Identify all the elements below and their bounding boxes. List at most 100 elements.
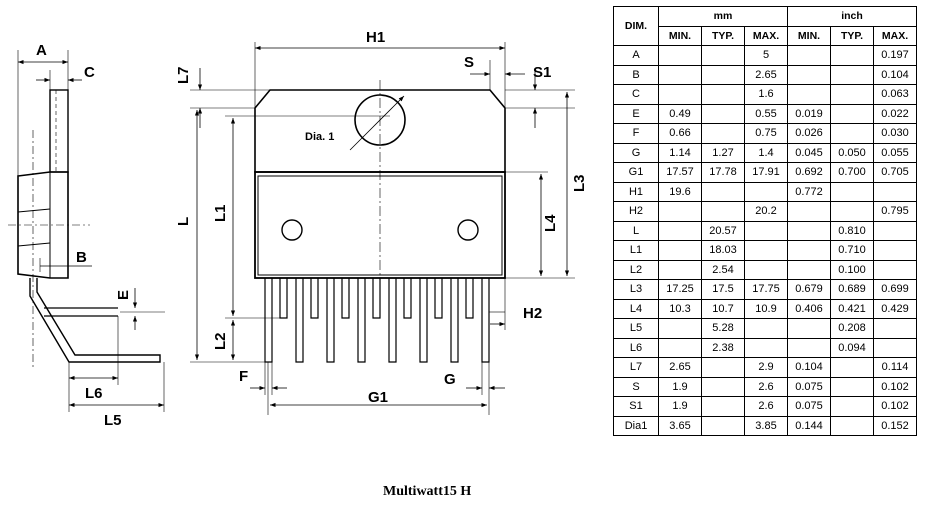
label-L4: L4: [542, 214, 559, 232]
subheader-mm-typ: TYP.: [701, 25, 745, 46]
dimension-value-cell: [787, 64, 831, 85]
dimension-value-cell: [701, 84, 745, 105]
dimension-name-cell: L3: [613, 279, 659, 300]
dimension-value-cell: 2.65: [744, 64, 788, 85]
label-L1: L1: [212, 204, 229, 222]
table-subheader-row: MIN. TYP. MAX. MIN. TYP. MAX.: [614, 25, 917, 46]
dimension-value-cell: 2.38: [701, 337, 745, 358]
dimension-value-cell: [787, 84, 831, 105]
dimension-value-cell: [830, 396, 874, 417]
dimension-value-cell: [658, 318, 702, 339]
dimension-value-cell: [658, 240, 702, 261]
dimension-value-cell: [701, 415, 745, 436]
dimension-value-cell: [787, 220, 831, 241]
dimension-value-cell: [830, 103, 874, 124]
dimension-value-cell: [830, 181, 874, 202]
dimension-name-cell: B: [613, 64, 659, 85]
subheader-mm-max: MAX.: [744, 25, 788, 46]
dimension-value-cell: 1.4: [744, 142, 788, 163]
label-L3: L3: [571, 174, 588, 192]
dimension-value-cell: [830, 357, 874, 378]
dimension-value-cell: [787, 259, 831, 280]
dimension-value-cell: [658, 201, 702, 222]
dimension-name-cell: Dia1: [613, 415, 659, 436]
dimension-value-cell: 0.429: [873, 298, 917, 319]
dimension-value-cell: [658, 337, 702, 358]
dimension-value-cell: 0.104: [787, 357, 831, 378]
dimension-value-cell: 0.700: [830, 162, 874, 183]
dimension-name-cell: L7: [613, 357, 659, 378]
dimensions-table: DIM. mm inch MIN. TYP. MAX. MIN. TYP. MA…: [613, 6, 917, 436]
dimension-value-cell: [830, 415, 874, 436]
dimension-value-cell: [701, 64, 745, 85]
dimension-value-cell: 5: [744, 45, 788, 66]
dimension-value-cell: [701, 103, 745, 124]
dimension-value-cell: [744, 318, 788, 339]
dimension-value-cell: [873, 318, 917, 339]
dimension-value-cell: [787, 318, 831, 339]
dimension-value-cell: 3.85: [744, 415, 788, 436]
dimension-value-cell: 0.49: [658, 103, 702, 124]
dimension-name-cell: F: [613, 123, 659, 144]
dimension-value-cell: [744, 220, 788, 241]
dimension-value-cell: 0.810: [830, 220, 874, 241]
dimension-value-cell: [744, 337, 788, 358]
dimension-value-cell: 0.699: [873, 279, 917, 300]
dimension-value-cell: 0.692: [787, 162, 831, 183]
dimension-value-cell: [873, 240, 917, 261]
dimension-name-cell: L6: [613, 337, 659, 358]
dimension-value-cell: [701, 123, 745, 144]
label-L7: L7: [175, 66, 192, 84]
dimension-value-cell: [658, 64, 702, 85]
dimension-value-cell: 2.9: [744, 357, 788, 378]
dimension-name-cell: L2: [613, 259, 659, 280]
dimension-value-cell: 0.075: [787, 376, 831, 397]
header-mm: mm: [658, 6, 788, 27]
dimension-value-cell: [701, 376, 745, 397]
label-B: B: [76, 249, 87, 266]
dimension-value-cell: [873, 220, 917, 241]
dimension-value-cell: 1.6: [744, 84, 788, 105]
dimension-name-cell: S: [613, 376, 659, 397]
label-L5: L5: [104, 412, 122, 429]
dimension-value-cell: 0.679: [787, 279, 831, 300]
dimension-value-cell: [787, 337, 831, 358]
header-inch: inch: [787, 6, 917, 27]
dimension-value-cell: [787, 201, 831, 222]
dimension-value-cell: [658, 220, 702, 241]
label-L2: L2: [212, 332, 229, 350]
dimension-value-cell: 10.3: [658, 298, 702, 319]
side-view: [8, 50, 165, 412]
dimension-value-cell: 0.104: [873, 64, 917, 85]
label-L6: L6: [85, 385, 103, 402]
dimension-value-cell: 17.78: [701, 162, 745, 183]
dimension-value-cell: 10.9: [744, 298, 788, 319]
dimension-value-cell: 0.705: [873, 162, 917, 183]
dimension-value-cell: 1.27: [701, 142, 745, 163]
dimension-value-cell: 0.063: [873, 84, 917, 105]
dimension-value-cell: 2.65: [658, 357, 702, 378]
front-view: [190, 42, 575, 415]
dimension-value-cell: 0.019: [787, 103, 831, 124]
dimension-value-cell: [830, 84, 874, 105]
dimension-name-cell: H1: [613, 181, 659, 202]
dimension-value-cell: 0.208: [830, 318, 874, 339]
figure-caption: Multiwatt15 H: [383, 484, 472, 499]
label-G: G: [444, 371, 456, 388]
dimension-value-cell: 17.57: [658, 162, 702, 183]
dimension-name-cell: L5: [613, 318, 659, 339]
dimension-value-cell: [658, 84, 702, 105]
label-H2: H2: [523, 305, 542, 322]
dimension-name-cell: A: [613, 45, 659, 66]
label-F: F: [239, 368, 248, 385]
dimension-value-cell: 0.772: [787, 181, 831, 202]
